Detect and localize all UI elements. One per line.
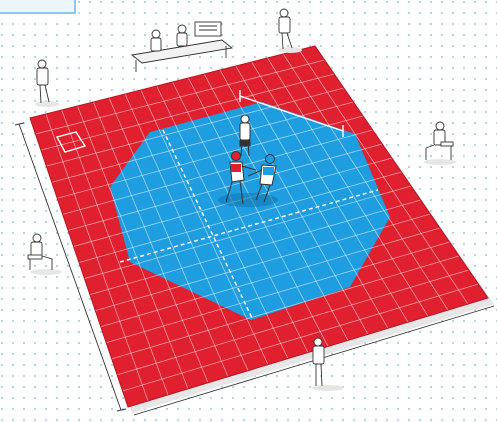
grid-line bbox=[282, 53, 449, 311]
grid-line bbox=[298, 49, 469, 305]
judge-bottom-left-icon bbox=[27, 233, 62, 275]
red-fighter-icon bbox=[225, 151, 257, 205]
mat-border bbox=[29, 45, 489, 408]
corner-marker bbox=[55, 131, 87, 153]
referee-icon bbox=[239, 114, 251, 157]
center-line-horizontal bbox=[119, 189, 379, 263]
grid-line bbox=[111, 255, 460, 360]
corner-label-box bbox=[0, 0, 76, 14]
blue-fighter-icon bbox=[247, 154, 277, 203]
dimension-line-left bbox=[14, 122, 127, 412]
fighter-shadow bbox=[218, 193, 278, 207]
coach-top-left-icon bbox=[35, 59, 59, 107]
coach-top-right-icon bbox=[278, 8, 302, 53]
grid-line bbox=[122, 283, 479, 392]
grid-line bbox=[116, 269, 469, 376]
mat-grid bbox=[35, 49, 479, 402]
dimension-line-top bbox=[239, 90, 344, 137]
judge-bottom-icon bbox=[312, 337, 344, 391]
judge-right-icon bbox=[424, 121, 456, 165]
officials-table-icon bbox=[130, 21, 234, 72]
inner-octagon bbox=[110, 102, 390, 320]
